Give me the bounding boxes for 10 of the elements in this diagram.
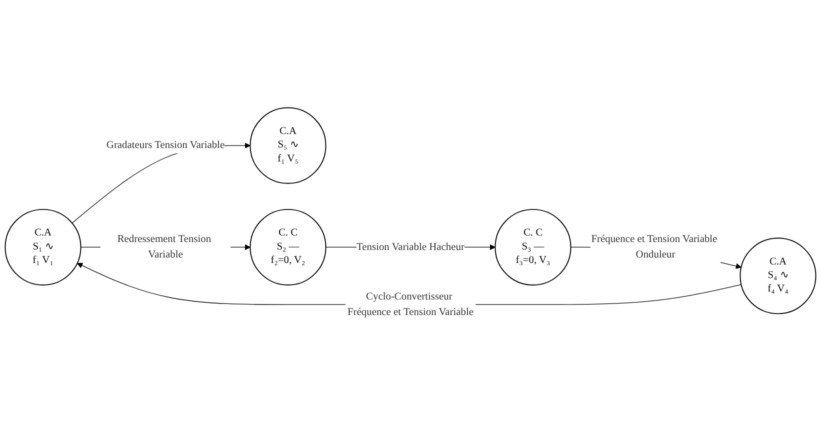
- edge-label: Fréquence et Tension Variable Onduleur: [591, 234, 718, 260]
- node-circle: C.A S₅ ∿ f₁ V₅: [250, 107, 326, 184]
- node-circle: C. C S₃ — f₃=0, V₃: [494, 208, 572, 286]
- edge-label: Gradateurs Tension Variable: [106, 140, 225, 151]
- edge-label: Tension Variable Hacheur: [356, 241, 464, 252]
- edge-label: Cyclo-Convertisseur Fréquence et Tension Variable: [348, 290, 474, 318]
- node-circle: C.A S₄ ∿ f₄ V₄: [740, 238, 816, 314]
- edge-label: Redressement Tension Variable: [117, 234, 212, 260]
- node-circle: C. C S₂ — f₂=0, V₂: [250, 208, 326, 286]
- node-circle: C.A S₁ ∿ f₁ V₁: [4, 208, 82, 286]
